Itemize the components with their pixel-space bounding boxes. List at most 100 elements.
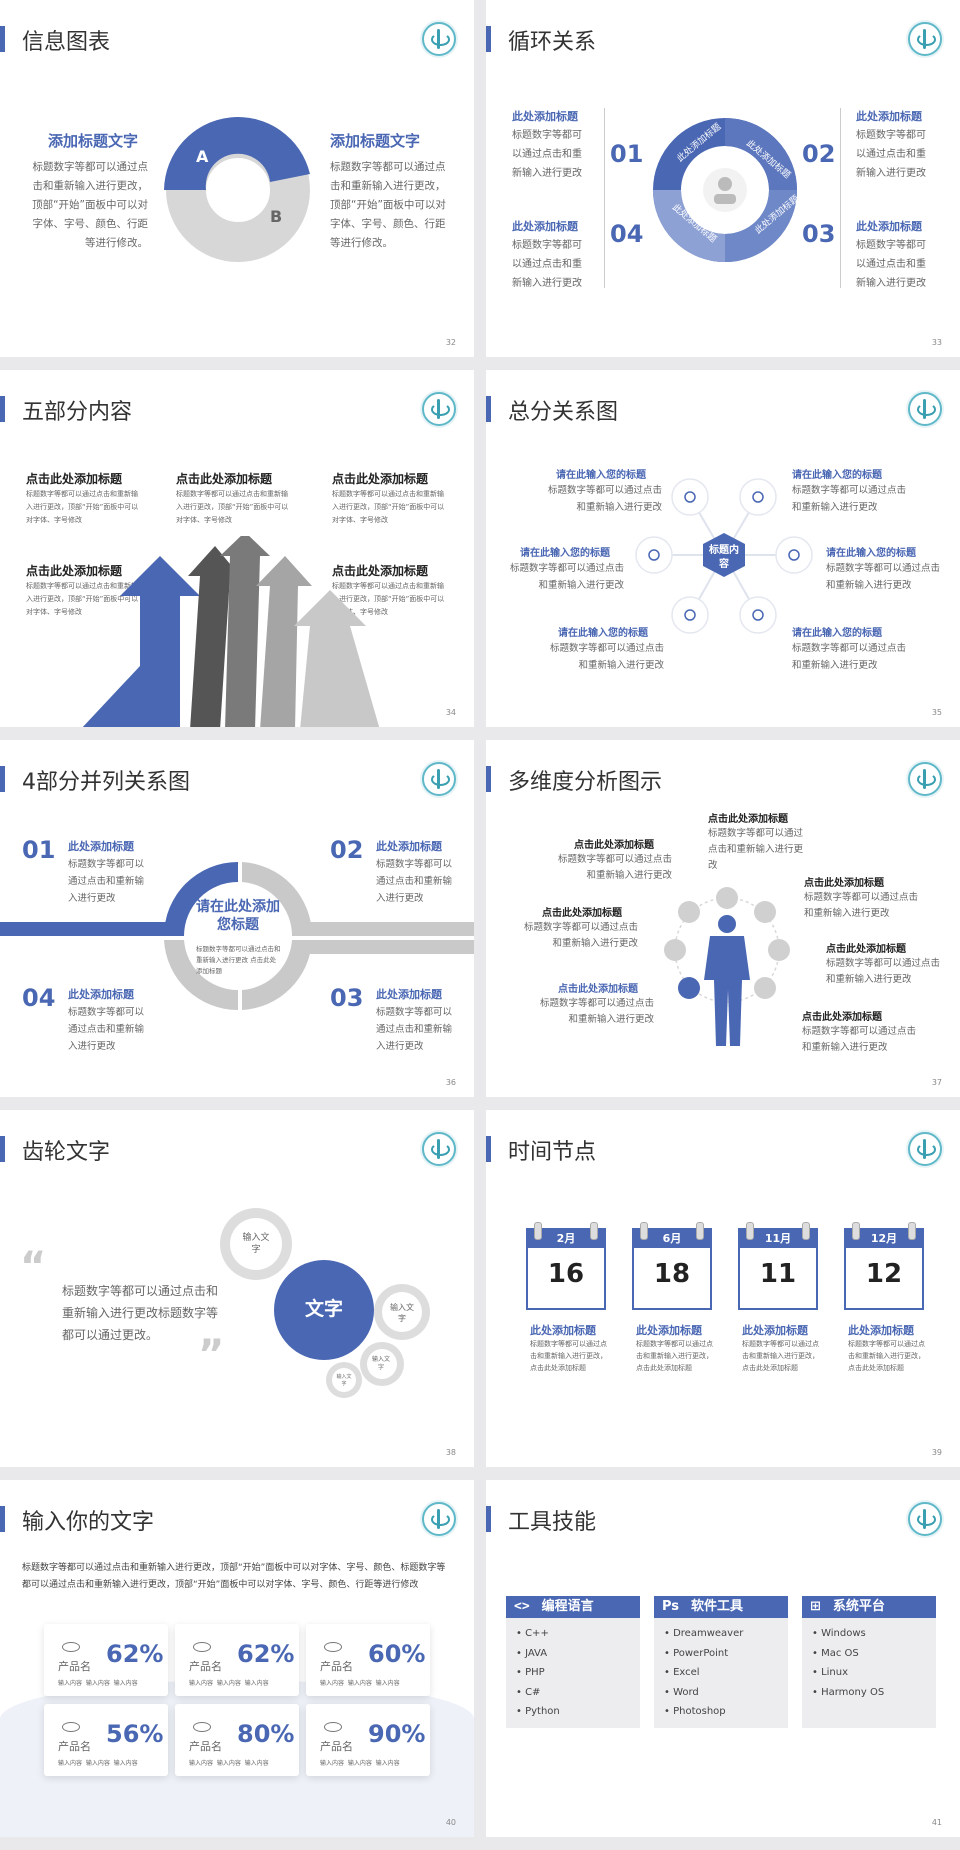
head-l3: 点击此处添加标题: [558, 984, 638, 995]
title-bar: [0, 766, 5, 792]
stat-sub: 输入内容 输入内容 输入内容: [320, 1680, 400, 1687]
slide-title: 输入你的文字: [22, 1510, 155, 1535]
stat-sub: 输入内容 输入内容 输入内容: [58, 1680, 138, 1687]
calendar-2: 6月 18: [632, 1222, 712, 1310]
label-a: A: [196, 147, 209, 166]
node-head-3: 此处添加标题: [742, 1324, 808, 1337]
item-head-4: 此处添加标题: [68, 988, 134, 1001]
slide-title: 总分关系图: [508, 400, 619, 425]
cycle-ring: 此处添加标题 此处添加标题 此处添加标题 此处添加标题: [653, 118, 800, 262]
tool-item: • Excel: [664, 1667, 700, 1678]
head-l2: 点击此处添加标题: [542, 908, 622, 919]
slide-title: 多维度分析图示: [508, 770, 663, 795]
tool-item: • Linux: [812, 1667, 849, 1678]
num-04: 04: [22, 984, 56, 1012]
stat-value: 62%: [106, 1640, 164, 1668]
node-head-2: 此处添加标题: [636, 1324, 702, 1337]
gear-label-1: 输入文字: [242, 1233, 270, 1255]
calendar-month: 12月: [846, 1230, 922, 1248]
stat-card-4: 产品名 56% 输入内容 输入内容 输入内容: [44, 1704, 168, 1776]
title-bar: [486, 26, 491, 52]
stat-card-3: 产品名 60% 输入内容 输入内容 输入内容: [306, 1624, 430, 1696]
calendar-1: 2月 16: [526, 1222, 606, 1310]
item-head-3: 此处添加标题: [376, 988, 442, 1001]
stat-value: 60%: [368, 1640, 426, 1668]
item-body-6: 标题数字等都可以通过点击和重新输入进行更改: [792, 643, 907, 671]
page-number: 37: [931, 1078, 942, 1087]
node-body-4: 标题数字等都可以通过点击和重新输入进行更改，点击此处添加标题: [848, 1340, 925, 1372]
body-l2: 标题数字等都可以通过点击和重新输入进行更改: [523, 922, 638, 949]
item-head-2: 此处添加标题: [376, 840, 442, 853]
logo-icon: [908, 1132, 942, 1166]
calendar-ring: [852, 1222, 860, 1240]
product-label: 产品名: [320, 1660, 353, 1673]
calendar-ring: [908, 1222, 916, 1240]
slide-36[interactable]: 4部分并列关系图 请在此处添加您标题 标题数字等都可以通过点击和重新输入进行更改…: [0, 740, 474, 1097]
center-heading: 请在此处添加您标题: [196, 899, 280, 933]
slide-title: 信息图表: [22, 30, 111, 55]
slide-34[interactable]: 五部分内容 点击此处添加标题 标题数字等都可以通过点击和重新输入进行更改，顶部“…: [0, 370, 474, 727]
tool-item: • PHP: [516, 1667, 545, 1678]
product-label: 产品名: [189, 1660, 222, 1673]
product-label: 产品名: [189, 1740, 222, 1753]
product-icon: [193, 1722, 211, 1732]
page-number: 32: [445, 338, 456, 347]
logo-icon: [908, 22, 942, 56]
product-icon: [62, 1642, 80, 1652]
windows-icon: ⊞: [810, 1599, 821, 1614]
slide-38[interactable]: 齿轮文字 “ 标题数字等都可以通过点击和重新输入进行更改标题数字等都可以通过更改…: [0, 1110, 474, 1467]
title-bar: [0, 1136, 5, 1162]
tool-item: • JAVA: [516, 1647, 548, 1659]
body-l3: 标题数字等都可以通过点击和重新输入进行更改: [539, 998, 654, 1025]
tool-item: • Windows: [812, 1628, 866, 1639]
num-01: 01: [22, 836, 56, 864]
slide-title: 循环关系: [508, 30, 597, 55]
tool-header-programming: <> 编程语言: [506, 1596, 640, 1618]
tool-header-label: 编程语言: [541, 1599, 594, 1614]
calendar-day: 16: [547, 1259, 585, 1289]
body-r2: 标题数字等都可以通过点击和重新输入进行更改: [826, 958, 941, 985]
calendar-month: 11月: [740, 1230, 816, 1248]
head-1: 点击此处添加标题: [26, 472, 123, 486]
body-1: 标题数字等都可以通过点击和重新输入进行更改，顶部“开始”面板中可以对字体、字号修…: [26, 490, 139, 524]
logo-icon: [908, 392, 942, 426]
calendar-day: 18: [653, 1259, 691, 1289]
band-right-2: [304, 940, 474, 954]
logo-icon: [908, 762, 942, 796]
title-bar: [486, 396, 491, 422]
logo-icon: [422, 1132, 456, 1166]
product-label: 产品名: [58, 1660, 91, 1673]
body-5: 标题数字等都可以通过点击和重新输入进行更改，顶部“开始”面板中可以对字体、字号修…: [332, 582, 445, 616]
stat-value: 62%: [237, 1640, 295, 1668]
quote-text: 标题数字等都可以通过点击和重新输入进行更改标题数字等都可以通过更改。: [62, 1284, 219, 1342]
head-4: 点击此处添加标题: [26, 564, 123, 578]
page-number: 40: [445, 1818, 456, 1827]
slide-37[interactable]: 多维度分析图示 点击此处添加标题 标题数字等都可以通过点击和重新输入进行更改 点…: [486, 740, 960, 1097]
tool-item: • Word: [664, 1686, 699, 1698]
title-bar: [0, 26, 5, 52]
item-body-2: 标题数字等都可以通过点击和重新输入进行更改: [376, 859, 453, 904]
gear-label-2: 输入文字: [390, 1303, 414, 1323]
stat-card-2: 产品名 62% 输入内容 输入内容 输入内容: [175, 1624, 299, 1696]
slide-41[interactable]: 工具技能 <>编程语言 • C++ • JAVA • PHP • C# • Py…: [486, 1480, 960, 1837]
person-diagram: [664, 887, 790, 1046]
head-3: 点击此处添加标题: [332, 472, 429, 486]
slide-40[interactable]: 输入你的文字 标题数字等都可以通过点击和重新输入进行更改，顶部“开始”面板中可以…: [0, 1480, 474, 1837]
tool-item: • Harmony OS: [812, 1686, 885, 1698]
slide-39[interactable]: 时间节点 2月 16 6月 18 11月 11 12月 12 此处添加标题 标题…: [486, 1110, 960, 1467]
body-r3: 标题数字等都可以通过点击和重新输入进行更改: [802, 1026, 917, 1053]
tool-item: • PowerPoint: [664, 1647, 729, 1659]
logo-icon: [422, 392, 456, 426]
item-head-6: 请在此输入您的标题: [792, 628, 882, 639]
slide-32[interactable]: 信息图表 添加标题文字 标题数字等都可以通过点击和重新输入进行更改，顶部“开始”…: [0, 0, 474, 357]
code-icon: <>: [514, 1599, 530, 1614]
logo-icon: [422, 22, 456, 56]
left-body: 标题数字等都可以通过点击和重新输入进行更改，顶部“开始”面板中可以对字体、字号、…: [32, 161, 148, 249]
donut-chart: A B: [164, 117, 310, 262]
calendar-4: 12月 12: [844, 1222, 924, 1310]
slide-33[interactable]: 循环关系 此处添加标题 标题数字等都可以通过点击和重新输入进行更改 此处添加标题…: [486, 0, 960, 357]
item-head-3: 此处添加标题: [856, 220, 922, 233]
slide-35[interactable]: 总分关系图 标题内容 请在此输入您的标题 标题数字等都可以通过点击和重新输入进行…: [486, 370, 960, 727]
page-number: 33: [931, 338, 942, 347]
item-body-4: 标题数字等都可以通过点击和重新输入进行更改: [512, 240, 582, 289]
